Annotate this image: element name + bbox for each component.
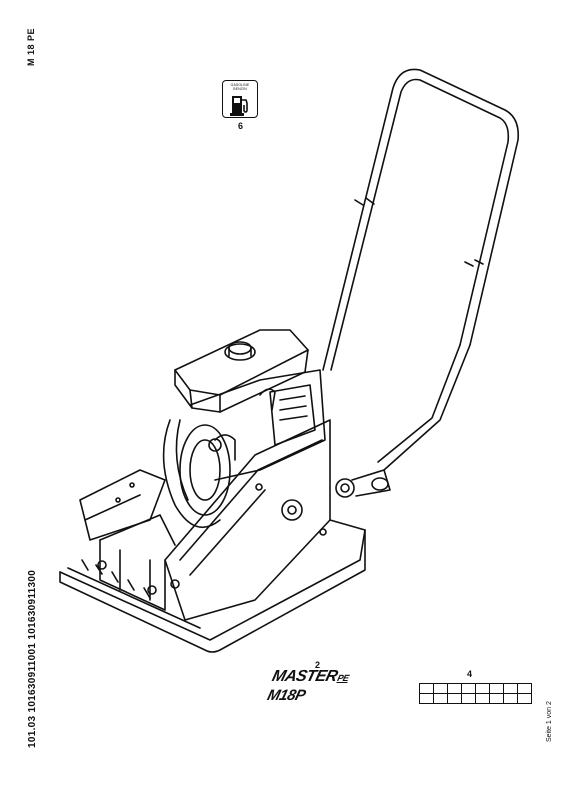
serial-grid-cell [447,683,462,694]
belt-guard [162,419,231,529]
fuel-tank [174,329,309,413]
brand-suffix: PE [336,673,350,683]
serial-grid-cell [517,683,532,694]
serial-grid-cell [433,693,448,704]
brand-name: MASTERPE [270,668,350,685]
callout-serial-grid: 4 [467,669,473,679]
serial-grid-row [419,693,532,704]
serial-grid-row [419,683,532,694]
serial-grid-cell [475,683,490,694]
callout-brand-logo: 2 [315,660,321,670]
engine [189,369,326,481]
brand-logo: MASTERPE M18P [266,668,352,704]
serial-grid-cell [419,693,434,704]
frame [79,469,176,611]
fuel-label: GASOLINE BENZIN [222,80,258,118]
fuel-label-text: GASOLINE BENZIN [224,83,256,91]
serial-grid-cell [461,683,476,694]
serial-grid-cell [503,683,518,694]
brand-model: M18P [265,687,307,704]
handle-pivot [335,469,391,498]
serial-grid-cell [489,683,504,694]
callout-fuel-label: 6 [238,121,244,131]
serial-grid-cell [447,693,462,704]
serial-grid-cell [419,683,434,694]
fuel-label-line1: GASOLINE [230,83,250,87]
serial-grid-body [419,683,532,704]
serial-grid-cell [475,693,490,704]
fuel-label-line2: BENZIN [233,87,247,91]
handle-bar [322,68,520,471]
page-label: Seite 1 von 2 [546,701,553,742]
serial-grid-cell [489,693,504,704]
serial-grid [419,683,532,704]
serial-grid-cell [517,693,532,704]
fuel-pump-icon [230,96,248,116]
base-plate [59,519,366,653]
serial-grid-cell [503,693,518,704]
part-numbers: 101.03 101630911001 101630911300 [27,569,38,748]
serial-grid-cell [433,683,448,694]
serial-grid-cell [461,693,476,704]
